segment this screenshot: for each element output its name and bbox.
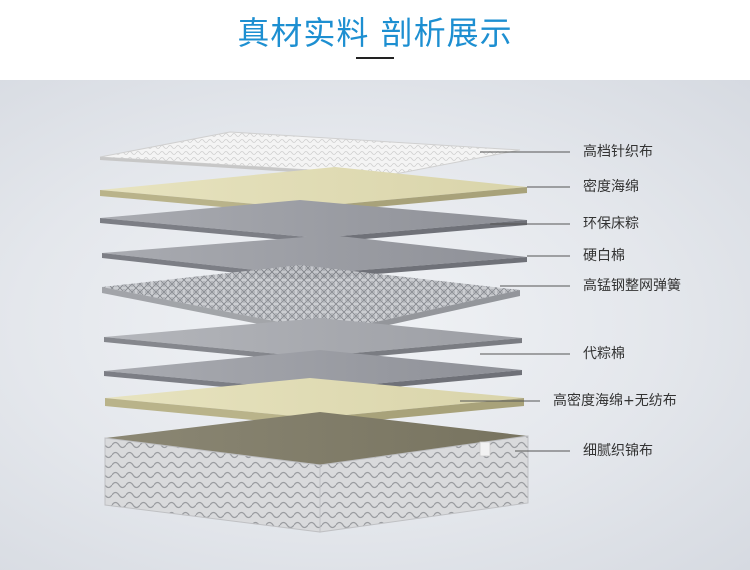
header: 真材实料 剖析展示 — [0, 0, 750, 80]
leader-lines — [460, 151, 570, 452]
tag-icon — [479, 441, 491, 457]
layer-label-knit-fabric: 高档针织布 — [583, 144, 653, 160]
title-underline — [356, 57, 394, 59]
layer-label-eco-palm: 环保床粽 — [583, 216, 639, 232]
page-title: 真材实料 剖析展示 — [237, 14, 513, 52]
layer-label-brocade: 细腻织锦布 — [583, 443, 653, 459]
layer-label-density-sponge: 密度海绵 — [583, 179, 639, 195]
layer-eco-palm — [100, 200, 527, 243]
layer-label-substitute-palm: 代粽棉 — [583, 346, 625, 362]
layer-label-high-density-sponge: 高密度海绵+无纺布 — [553, 393, 677, 409]
layer-label-steel-spring: 高锰钢整网弹簧 — [583, 278, 681, 294]
layer-brocade-base — [104, 412, 529, 533]
layer-label-hard-white-cotton: 硬白棉 — [583, 248, 625, 264]
